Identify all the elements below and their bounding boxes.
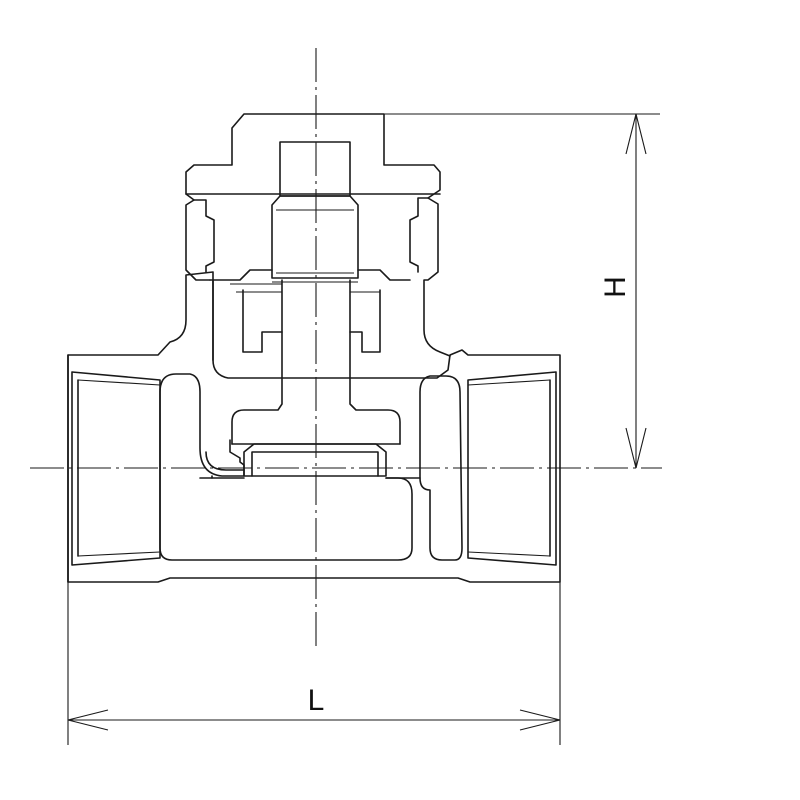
height-arrow-bottom — [625, 427, 647, 469]
bonnet-guide — [242, 289, 381, 353]
bonnet-outer — [185, 113, 451, 357]
right-port-bore — [467, 371, 557, 566]
length-label: L — [308, 684, 325, 717]
left-port-bore — [67, 354, 161, 583]
inner-cavity — [159, 373, 413, 561]
length-arrow-right — [519, 709, 561, 731]
dimension-height: H — [384, 113, 660, 469]
stem — [271, 141, 359, 283]
valve-body — [67, 271, 561, 583]
body-outer-contour — [67, 271, 561, 583]
stem-thread — [271, 195, 359, 279]
stem-upper — [279, 141, 351, 197]
left-thread — [77, 379, 161, 557]
right-thread — [467, 379, 551, 557]
height-label: H — [599, 276, 632, 298]
right-cavity — [419, 375, 463, 561]
bonnet-left-nut — [193, 199, 273, 281]
disc-holder — [231, 279, 401, 445]
seat-inner — [251, 451, 379, 477]
center-lines — [30, 48, 662, 648]
lower-chamber — [205, 451, 245, 479]
seat-ring — [243, 443, 387, 477]
bonnet-right-nut — [357, 197, 429, 281]
height-arrow-top — [625, 113, 647, 155]
dimension-length: L — [67, 582, 561, 745]
bonnet — [185, 113, 451, 361]
length-arrow-left — [67, 709, 109, 731]
seat-assembly — [231, 279, 401, 477]
